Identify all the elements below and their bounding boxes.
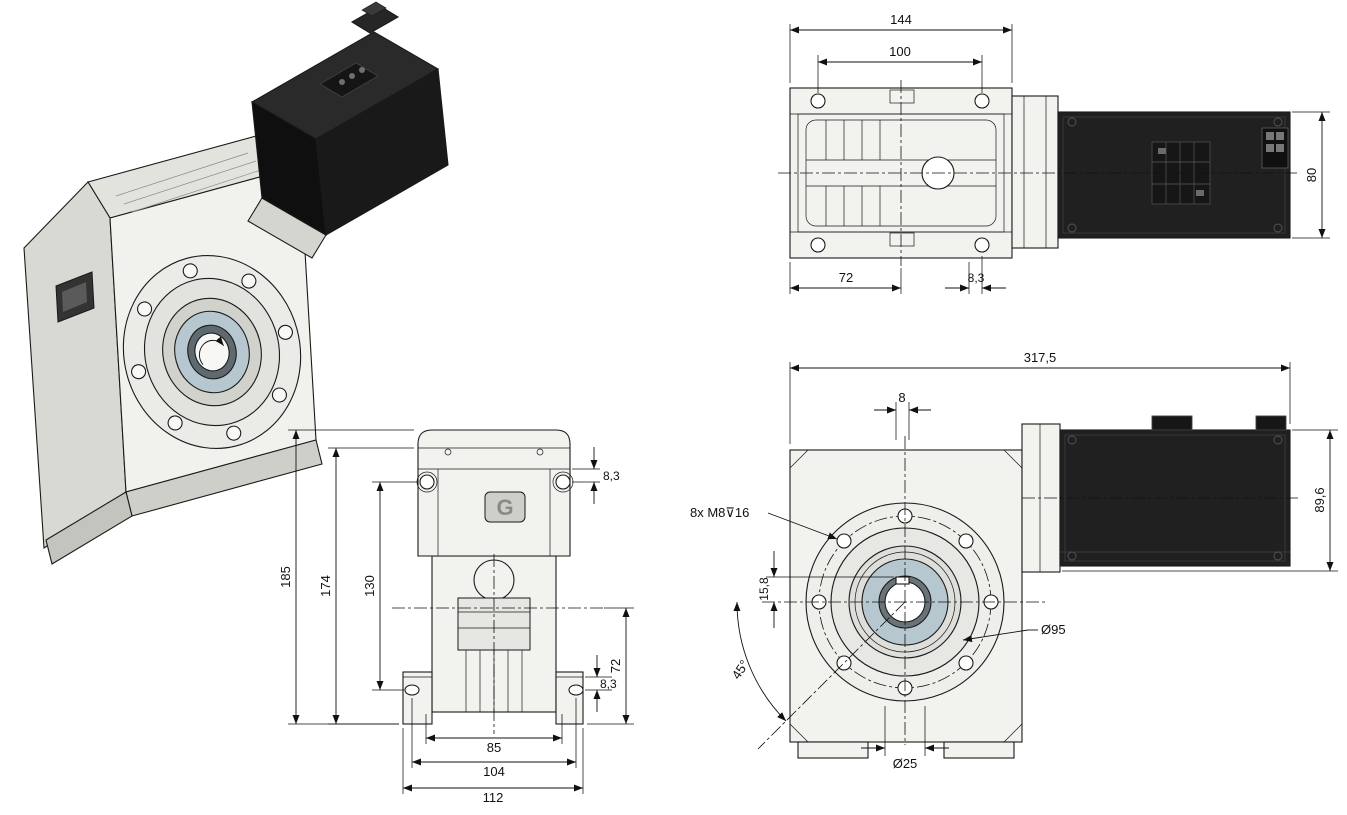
dim-front-112: 112 — [402, 728, 584, 805]
dim-side-dia-25: Ø25 — [861, 706, 949, 771]
motor-3d — [250, 1, 449, 237]
dim-side-317-5: 317,5 — [789, 350, 1291, 444]
dim-label-8-3: 8,3 — [968, 271, 985, 285]
foot-slot-left — [404, 684, 420, 696]
isometric-view — [23, 1, 449, 565]
motor-connector-top — [1261, 127, 1289, 169]
motor-connector-side-1 — [1151, 415, 1193, 431]
front-view: G 185 174 — [278, 429, 634, 805]
dim-label-dia-25: Ø25 — [893, 756, 918, 771]
dim-label-130: 130 — [362, 575, 377, 597]
dim-label-72-front: 72 — [608, 659, 623, 673]
flange-bolt-hole — [836, 533, 852, 549]
brand-logo: G — [496, 495, 513, 520]
side-view: 317,5 8 89,6 8x M8⊽16 15,8 Ø9 — [690, 350, 1338, 771]
front-foot-left — [402, 671, 433, 725]
side-foot-right — [943, 741, 1015, 759]
dim-top-144: 144 — [789, 12, 1013, 83]
mount-hole — [810, 93, 826, 109]
top-motor-flange — [1011, 95, 1059, 249]
dim-side-45deg: 45° — [729, 601, 787, 722]
bolt-callout-label: 8x M8⊽16 — [690, 505, 749, 520]
top-motor — [1057, 111, 1291, 239]
dim-label-104: 104 — [483, 764, 505, 779]
mount-hole — [974, 237, 990, 253]
dim-label-8-3-bottom: 8,3 — [600, 677, 617, 691]
dim-top-8-3: 8,3 — [945, 256, 1006, 294]
dim-label-8: 8 — [898, 390, 905, 405]
dim-front-85: 85 — [425, 714, 563, 755]
dim-front-174: 174 — [318, 447, 414, 725]
dim-side-8: 8 — [874, 390, 931, 440]
dim-label-185: 185 — [278, 566, 293, 588]
top-view: 144 100 80 72 8,3 — [778, 12, 1330, 294]
dim-label-174: 174 — [318, 575, 333, 597]
dim-label-112: 112 — [483, 790, 504, 805]
flange-bolt-hole — [958, 533, 974, 549]
dim-label-8-3-top: 8,3 — [603, 469, 620, 483]
dim-label-15-8: 15,8 — [757, 577, 771, 601]
side-foot-left — [797, 741, 869, 759]
dim-front-104: 104 — [411, 698, 577, 779]
keyway — [895, 576, 910, 585]
dim-top-80: 80 — [1292, 111, 1330, 239]
flange-bolt-hole — [958, 655, 974, 671]
mount-hole — [974, 93, 990, 109]
rotation-arrow-icon — [199, 336, 225, 366]
dim-label-85: 85 — [487, 740, 501, 755]
dim-front-185: 185 — [278, 429, 414, 725]
dim-front-8-3-bottom: 8,3 — [585, 655, 617, 712]
front-hole-right — [555, 474, 571, 490]
dim-label-72: 72 — [839, 270, 853, 285]
dim-label-dia-95: Ø95 — [1041, 622, 1066, 637]
side-motor — [1059, 415, 1291, 567]
dim-label-45deg: 45° — [729, 657, 752, 682]
logo-plate — [484, 491, 526, 523]
dim-front-8-3-top: 8,3 — [572, 447, 620, 504]
dim-front-72: 72 — [587, 607, 634, 725]
note-bolt-callout: 8x M8⊽16 — [690, 505, 838, 540]
foot-slot-right — [568, 684, 584, 696]
dim-label-317-5: 317,5 — [1024, 350, 1057, 365]
dim-label-80: 80 — [1304, 168, 1319, 182]
front-foot-right — [555, 671, 584, 725]
dim-label-144: 144 — [890, 12, 912, 27]
dim-label-100: 100 — [889, 44, 911, 59]
dim-label-89-6: 89,6 — [1312, 487, 1327, 512]
dim-side-dia-95: Ø95 — [962, 622, 1066, 643]
gearbox-foot-left-3d — [45, 491, 133, 565]
dim-top-100: 100 — [817, 44, 983, 93]
dim-side-89-6: 89,6 — [1062, 429, 1338, 572]
side-centerline-45 — [757, 601, 906, 750]
motor-connector-side-2 — [1255, 415, 1287, 431]
front-hole-left — [419, 474, 435, 490]
dim-top-72: 72 — [789, 262, 902, 294]
dim-front-130: 130 — [362, 481, 418, 691]
output-flange-3d — [122, 255, 302, 449]
mount-hole — [810, 237, 826, 253]
